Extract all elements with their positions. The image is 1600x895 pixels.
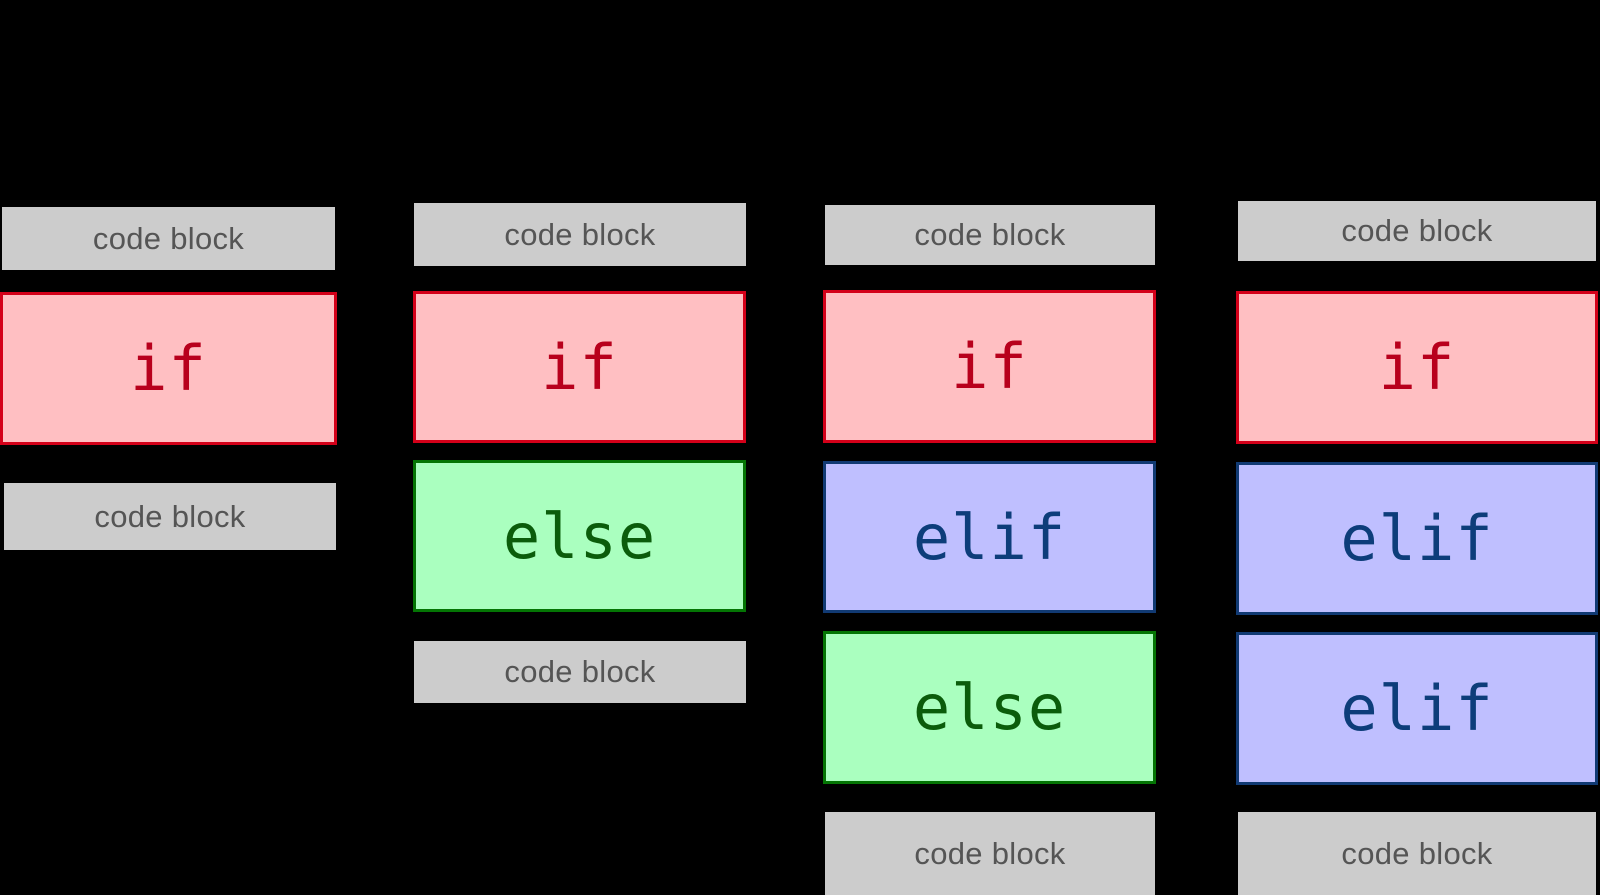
keyword-block-if-if-else-1: if — [413, 291, 746, 443]
keyword-block-if-if-elif-elif-1: if — [1236, 291, 1598, 444]
code-block-if-elif-elif-4: code block — [1238, 812, 1596, 895]
code-block-if-elif-else-0: code block — [825, 205, 1155, 265]
code-block-if-elif-else-4: code block — [825, 812, 1155, 895]
code-block-if-else-0: code block — [414, 203, 746, 266]
keyword-block-elif-if-elif-else-2: elif — [823, 461, 1156, 613]
keyword-block-if-if-elif-else-1: if — [823, 290, 1156, 443]
code-block-if-only-2: code block — [4, 483, 336, 550]
keyword-block-else-if-else-2: else — [413, 460, 746, 612]
keyword-block-elif-if-elif-elif-2: elif — [1236, 462, 1598, 615]
keyword-block-else-if-elif-else-3: else — [823, 631, 1156, 784]
code-block-if-elif-elif-0: code block — [1238, 201, 1596, 261]
keyword-block-if-if-only-1: if — [0, 292, 337, 445]
code-block-if-else-3: code block — [414, 641, 746, 703]
code-block-if-only-0: code block — [2, 207, 335, 270]
keyword-block-elif-if-elif-elif-3: elif — [1236, 632, 1598, 785]
